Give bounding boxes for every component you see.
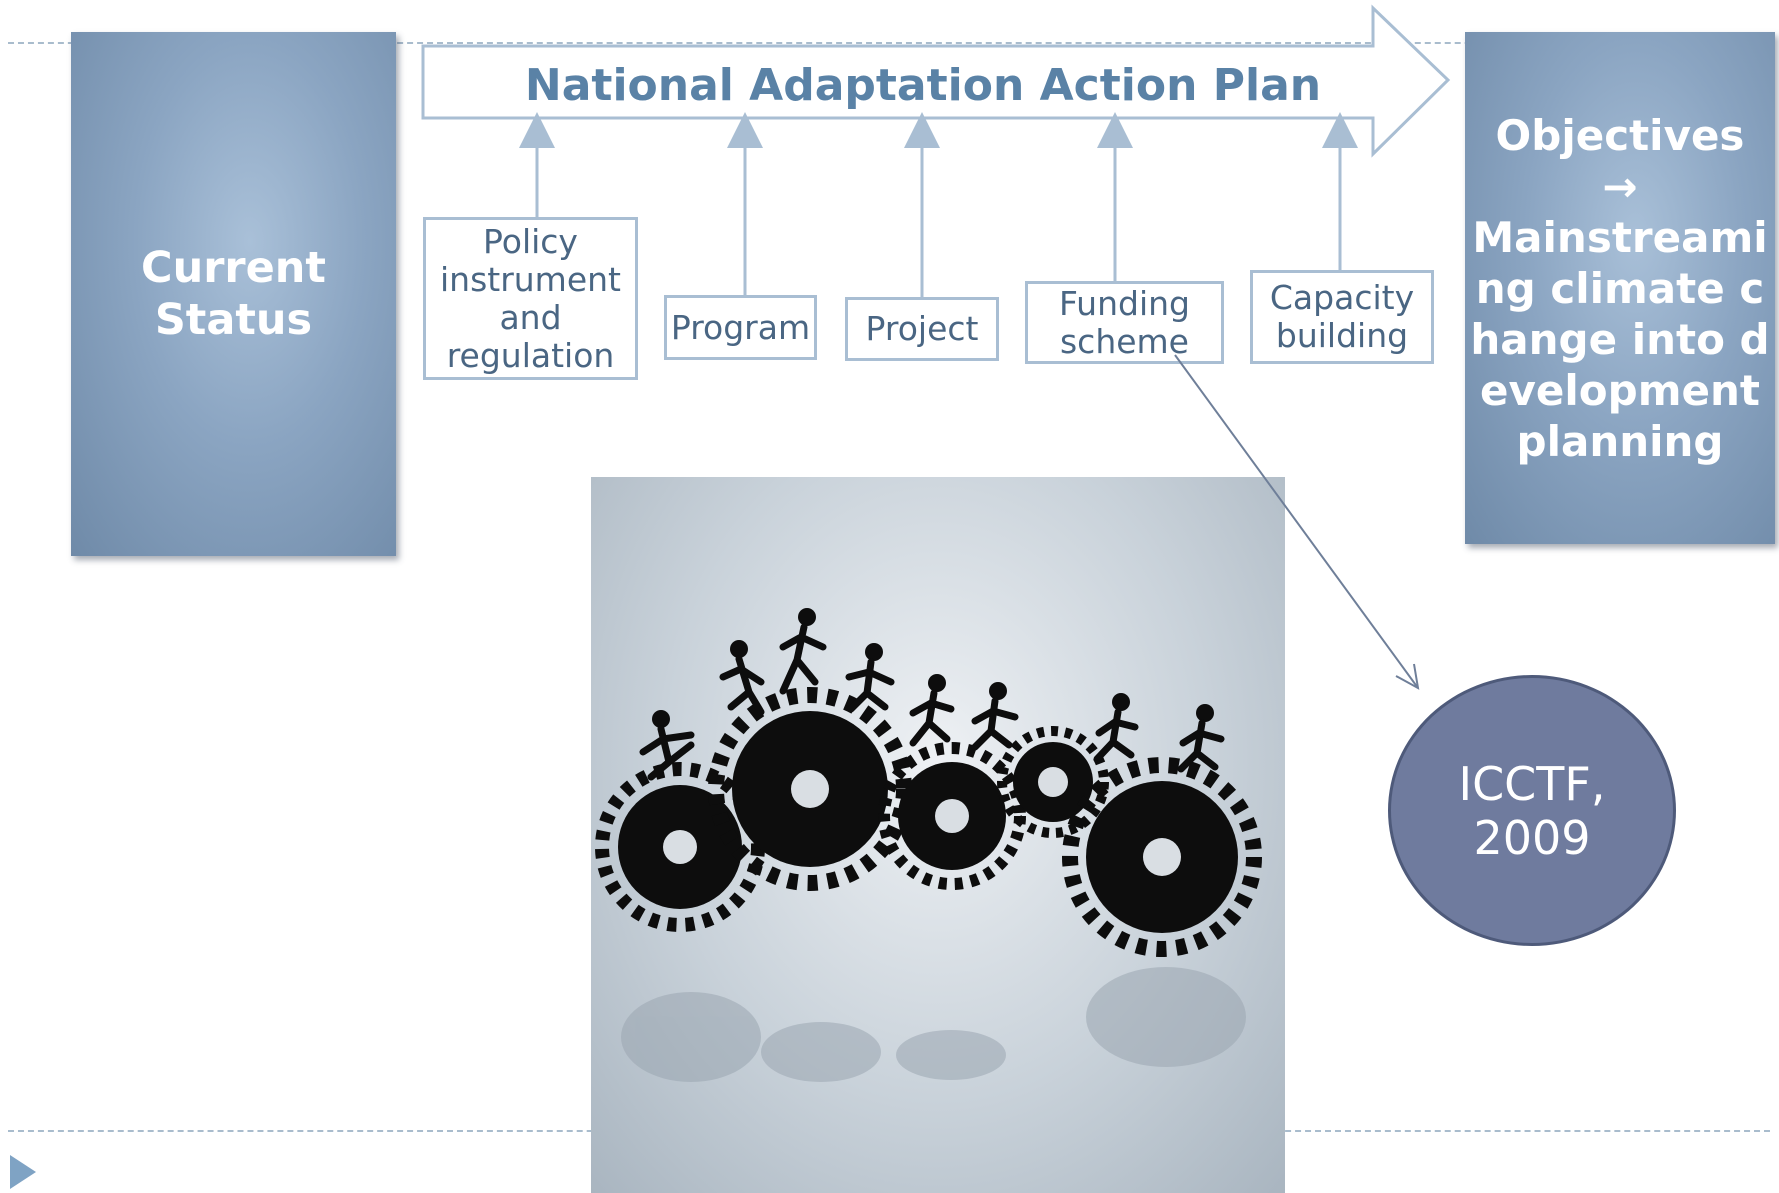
instrument-funding-label: Funding scheme (1059, 283, 1190, 361)
icctf-line2: 2009 (1473, 810, 1591, 865)
gear-icon (708, 687, 912, 891)
current-status-line2: Status (154, 295, 313, 345)
instrument-capacity-label: Capacity building (1269, 278, 1415, 355)
objectives-box: Objectives → Mainstreaming climate chang… (1465, 32, 1775, 544)
icctf-circle: ICCTF, 2009 (1388, 675, 1676, 946)
instrument-program-box: Program (664, 295, 817, 360)
plan-arrow-title: National Adaptation Action Plan (524, 59, 1322, 111)
instrument-capacity-box: Capacity building (1250, 270, 1434, 364)
current-status-box: Current Status (71, 32, 396, 556)
instrument-policy-box: Policy instrument and regulation (423, 217, 638, 380)
gear-icon (878, 742, 1026, 890)
icctf-line1: ICCTF, (1458, 756, 1606, 811)
instrument-program-label: Program (670, 307, 811, 347)
objectives-text: Mainstreaming climate change into develo… (1470, 212, 1770, 466)
running-people (639, 608, 1225, 781)
instrument-project-label: Project (865, 309, 979, 348)
gears-with-people-image (591, 477, 1285, 1193)
slide-bullet-icon (10, 1155, 36, 1189)
objectives-heading: Objectives (1495, 110, 1745, 160)
current-status-line1: Current (141, 243, 326, 293)
gear-icon (1062, 757, 1262, 957)
objectives-arrow-icon: → (1602, 161, 1638, 211)
instrument-funding-box: Funding scheme (1025, 281, 1224, 364)
gear-icon (997, 726, 1109, 838)
instrument-project-box: Project (845, 297, 999, 361)
instrument-policy-label: Policy instrument and regulation (439, 221, 621, 375)
